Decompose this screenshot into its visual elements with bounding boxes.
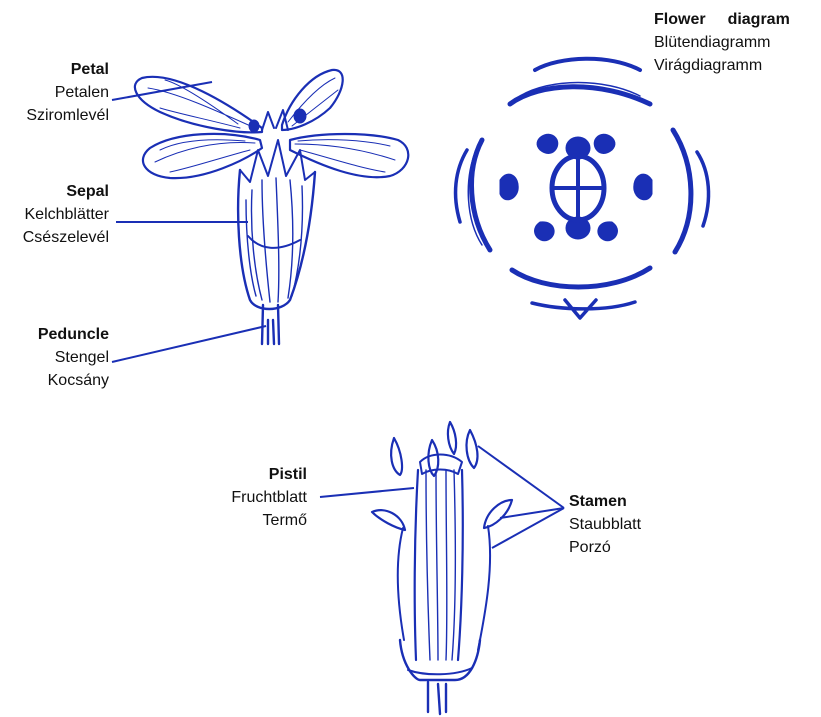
sepal-label: Sepal Kelchblätter Csészelevél xyxy=(23,180,109,249)
pistil-stamen-drawing xyxy=(372,422,512,714)
flower-diagram-line-1: Blütendiagramm xyxy=(654,31,790,54)
petal-line-1: Petalen xyxy=(26,81,109,104)
stamen-label: Stamen Staubblatt Porzó xyxy=(569,490,641,559)
pistil-leader xyxy=(320,488,414,497)
pistil-title: Pistil xyxy=(231,463,307,486)
floral-diagram-drawing xyxy=(456,59,709,318)
petal-line-2: Sziromlevél xyxy=(26,104,109,127)
stamen-leader-1 xyxy=(478,446,564,508)
flower-diagram-title-word-1: Flower xyxy=(654,11,706,28)
sepal-line-2: Csészelevél xyxy=(23,226,109,249)
flower-drawing xyxy=(135,70,408,344)
peduncle-title: Peduncle xyxy=(38,323,109,346)
petal-title: Petal xyxy=(26,58,109,81)
flower-diagram-label: Flower diagram Blütendiagramm Virágdiagra… xyxy=(654,8,790,77)
petal-label: Petal Petalen Sziromlevél xyxy=(26,58,109,127)
flower-diagram-title-word-2: diagram xyxy=(728,11,790,28)
peduncle-line-2: Kocsány xyxy=(38,369,109,392)
sepal-line-1: Kelchblätter xyxy=(23,203,109,226)
sepal-title: Sepal xyxy=(23,180,109,203)
stamen-line-1: Staubblatt xyxy=(569,513,641,536)
stamen-title: Stamen xyxy=(569,490,641,513)
peduncle-stem xyxy=(262,305,279,344)
pistil-label: Pistil Fruchtblatt Termő xyxy=(231,463,307,532)
peduncle-line-1: Stengel xyxy=(38,346,109,369)
peduncle-leader xyxy=(112,326,266,362)
petal-leader xyxy=(112,82,212,100)
stamen-line-2: Porzó xyxy=(569,536,641,559)
pistil-line-1: Fruchtblatt xyxy=(231,486,307,509)
pistil-line-2: Termő xyxy=(231,509,307,532)
flower-diagram-title: Flower diagram xyxy=(654,8,790,31)
flower-diagram-line-2: Virágdiagramm xyxy=(654,54,790,77)
peduncle-label: Peduncle Stengel Kocsány xyxy=(38,323,109,392)
